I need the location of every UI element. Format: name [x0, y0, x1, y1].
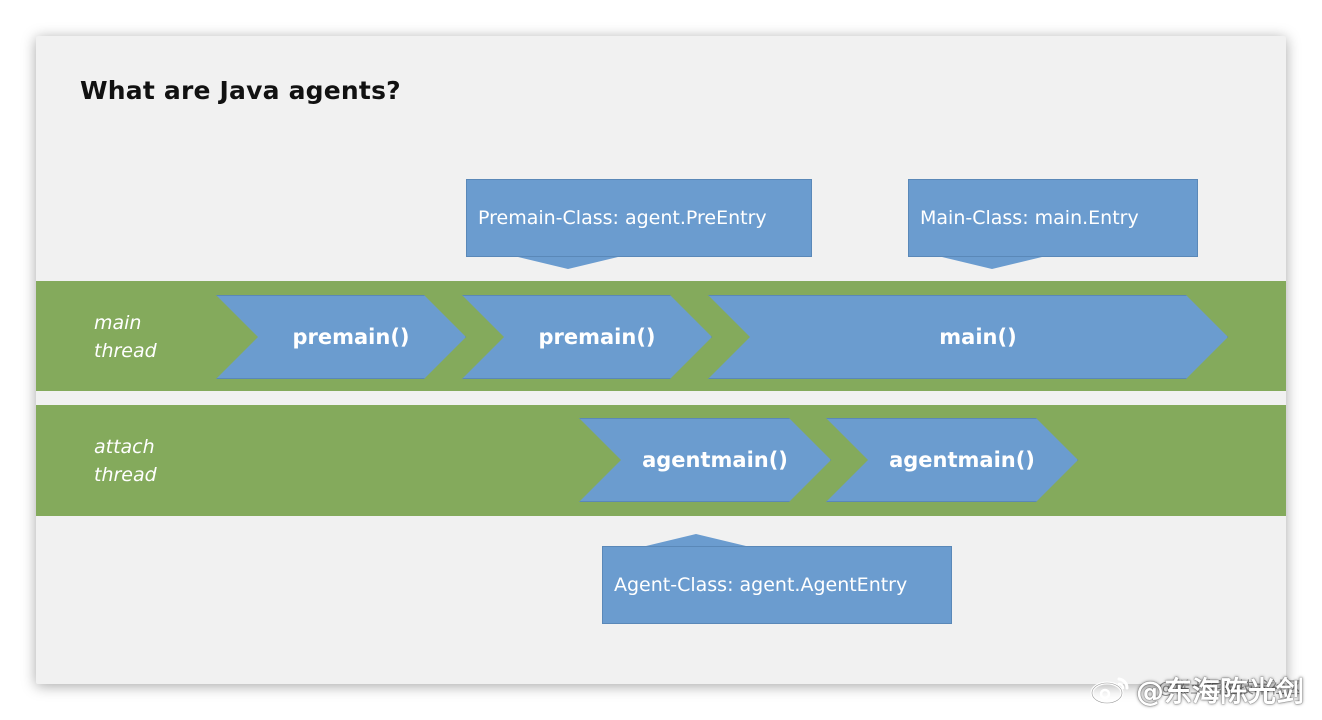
main-step-premain-2-label: premain()	[538, 325, 656, 349]
main-class-label: Main-Class: main.Entry	[920, 207, 1139, 229]
author-watermark-text: @东海陈光剑	[1135, 675, 1304, 708]
premain-class-label: Premain-Class: agent.PreEntry	[478, 207, 767, 229]
attach-thread-label: attach thread	[94, 433, 214, 489]
attach-thread-label-line1: attach	[94, 436, 155, 458]
premain-class-pointer	[518, 257, 618, 269]
main-thread-label: main thread	[94, 309, 214, 365]
main-thread-label-line1: main	[94, 312, 142, 334]
attach-thread-lane: attach thread agentmain() agentmain()	[36, 405, 1286, 516]
platform-watermark: @稀土掘金技术社区	[1157, 678, 1302, 697]
attach-step-agentmain-1-label: agentmain()	[642, 448, 788, 472]
agent-class-label: Agent-Class: agent.AgentEntry	[614, 574, 908, 596]
attach-step-agentmain-1: agentmain()	[579, 418, 831, 502]
main-step-main-label: main()	[939, 325, 1017, 349]
main-thread-label-line2: thread	[94, 340, 157, 362]
main-step-premain-1-label: premain()	[292, 325, 410, 349]
attach-thread-label-line2: thread	[94, 464, 157, 486]
main-step-main: main()	[708, 295, 1228, 379]
main-thread-lane: main thread premain() premain() main()	[36, 281, 1286, 391]
main-step-premain-2: premain()	[462, 295, 712, 379]
attach-step-agentmain-2: agentmain()	[826, 418, 1078, 502]
author-watermark: @东海陈光剑	[1090, 670, 1304, 710]
agent-class-callout: Agent-Class: agent.AgentEntry	[602, 546, 952, 624]
main-class-callout: Main-Class: main.Entry	[908, 179, 1198, 257]
agent-class-pointer	[646, 534, 746, 546]
main-step-premain-1: premain()	[216, 295, 466, 379]
slide-title: What are Java agents?	[80, 76, 401, 105]
slide: What are Java agents? Premain-Class: age…	[36, 36, 1286, 684]
main-class-pointer	[942, 257, 1042, 269]
premain-class-callout: Premain-Class: agent.PreEntry	[466, 179, 812, 257]
weibo-icon	[1090, 677, 1129, 705]
attach-step-agentmain-2-label: agentmain()	[889, 448, 1035, 472]
